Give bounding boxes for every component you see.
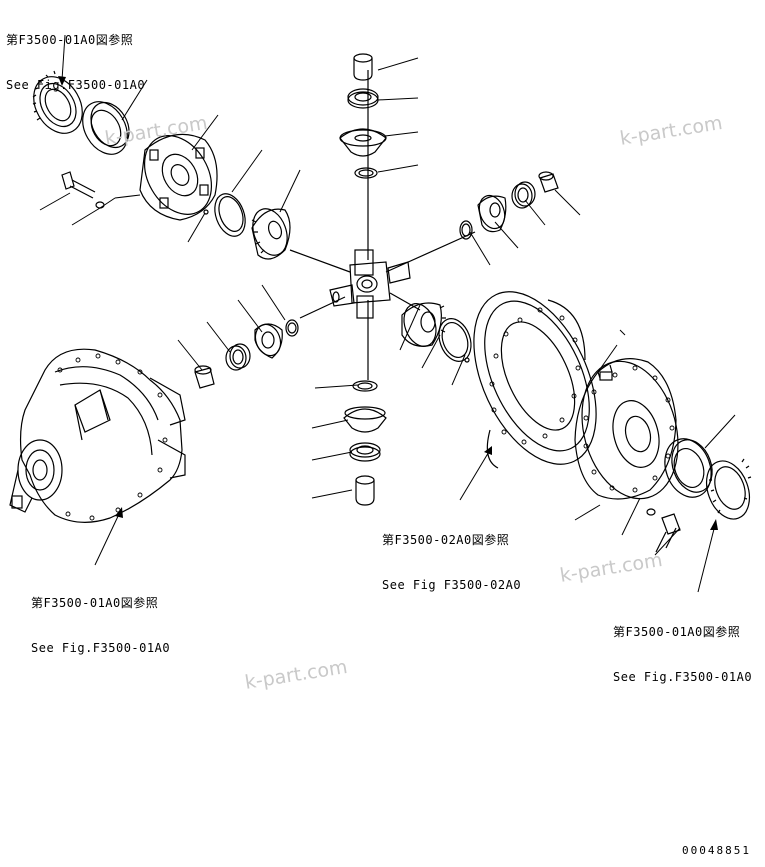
- bottom-pinion-stack: [343, 380, 387, 506]
- differential-spider: [289, 70, 476, 380]
- left-case-half: [139, 133, 218, 221]
- right-pinion-washer: [459, 220, 473, 240]
- ring-gear: [473, 291, 597, 469]
- reference-note-center: 第F3500-02A0図参照 See Fig F3500-02A0: [382, 503, 521, 608]
- mid-left-washer: [285, 319, 299, 337]
- reference-jp: 第F3500-02A0図参照: [382, 533, 510, 547]
- reference-jp: 第F3500-01A0図参照: [6, 33, 134, 47]
- right-pinion-sleeve: [538, 171, 559, 193]
- left-side-gear: [251, 208, 291, 260]
- reference-note-top-left: 第F3500-01A0図参照 See Fig.F3500-01A0: [6, 3, 145, 108]
- center-thrust-washer: [438, 318, 472, 363]
- right-case-holes: [583, 365, 675, 493]
- center-side-gear: [401, 302, 446, 347]
- drawing-code: 00048851: [682, 844, 751, 857]
- right-pinion-gear: [477, 194, 507, 233]
- right-bearing-cup: [664, 438, 713, 498]
- ring-gear-holes: [489, 307, 581, 445]
- reference-en: See Fig.F3500-01A0: [31, 641, 171, 655]
- reference-arrowheads: [58, 76, 718, 530]
- reference-en: See Fig F3500-02A0: [382, 578, 522, 592]
- right-pinion-bearing: [511, 181, 536, 209]
- right-bearing-cone: [705, 458, 752, 520]
- mid-left-pinion: [254, 323, 283, 359]
- right-case-half: [574, 358, 679, 500]
- reference-en: See Fig.F3500-01A0: [613, 670, 753, 684]
- right-bolt: [646, 508, 681, 553]
- mid-left-bearing: [225, 343, 251, 371]
- reference-note-bottom-left: 第F3500-01A0図参照 See Fig.F3500-01A0: [31, 566, 170, 671]
- left-bearing-cup: [82, 101, 130, 155]
- left-thrust-washer: [203, 193, 246, 237]
- axle-housing: [9, 348, 186, 523]
- mid-left-sleeve: [194, 365, 215, 389]
- axle-housing-holes: [57, 353, 168, 521]
- left-bolt: [61, 171, 105, 209]
- reference-en: See Fig.F3500-01A0: [6, 78, 146, 92]
- leader-lines: [39, 34, 736, 593]
- top-pinion-stack: [339, 53, 387, 179]
- reference-note-bottom-right: 第F3500-01A0図参照 See Fig.F3500-01A0: [613, 595, 752, 700]
- reference-jp: 第F3500-01A0図参照: [613, 625, 741, 639]
- left-bearing-cone: [32, 70, 83, 134]
- reference-jp: 第F3500-01A0図参照: [31, 596, 159, 610]
